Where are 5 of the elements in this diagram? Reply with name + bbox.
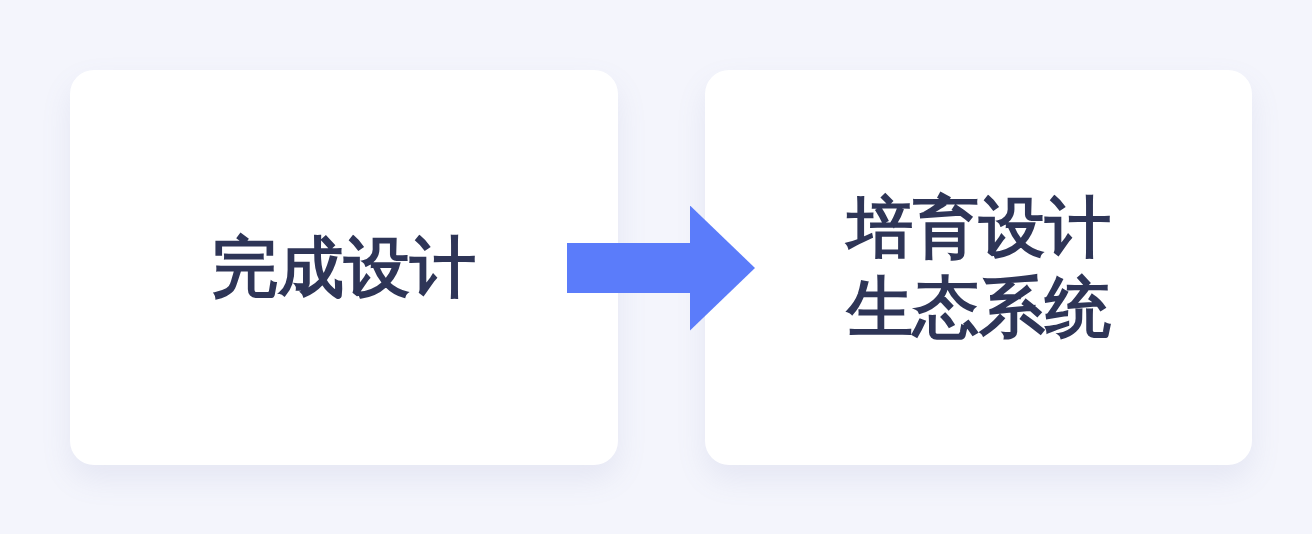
card-title: 培育设计生态系统 bbox=[844, 188, 1112, 347]
process-card bbox=[70, 70, 618, 465]
process-card bbox=[705, 70, 1252, 465]
arrow bbox=[567, 205, 755, 331]
card-title: 完成设计 bbox=[212, 227, 476, 308]
